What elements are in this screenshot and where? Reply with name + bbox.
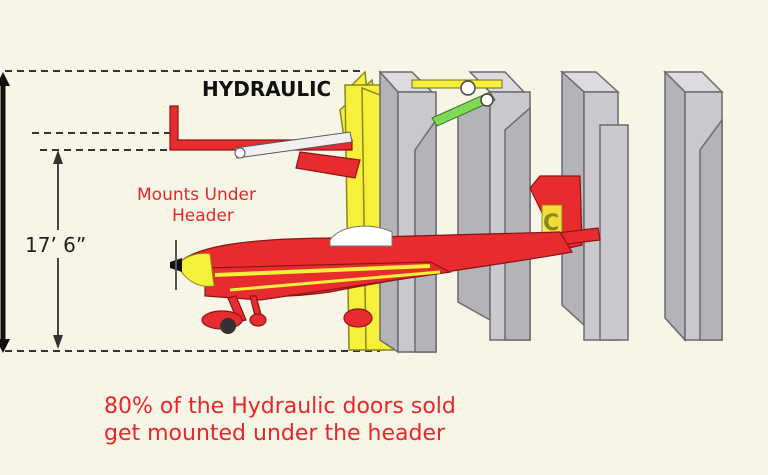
header-mount-arm — [169, 105, 361, 179]
height-label: 17’ 6” — [25, 233, 86, 257]
caption-line2: get mounted under the header — [104, 421, 446, 446]
overall-height-arrow-icon — [0, 72, 10, 353]
caption-line1: 80% of the Hydraulic doors sold — [104, 394, 456, 419]
reference-lines — [5, 70, 380, 352]
diagram-title: HYDRAULIC — [202, 77, 331, 101]
hydraulic-cylinder-icon — [411, 79, 503, 127]
hangar-pillar-3 — [560, 70, 629, 341]
mount-label-line1: Mounts Under — [137, 185, 256, 205]
airplane-icon: C — [170, 175, 601, 334]
svg-text:C: C — [543, 211, 559, 236]
hangar-pillar-4 — [663, 70, 724, 342]
hangar-pillar-1 — [378, 70, 437, 354]
mount-label-line2: Header — [172, 206, 234, 226]
